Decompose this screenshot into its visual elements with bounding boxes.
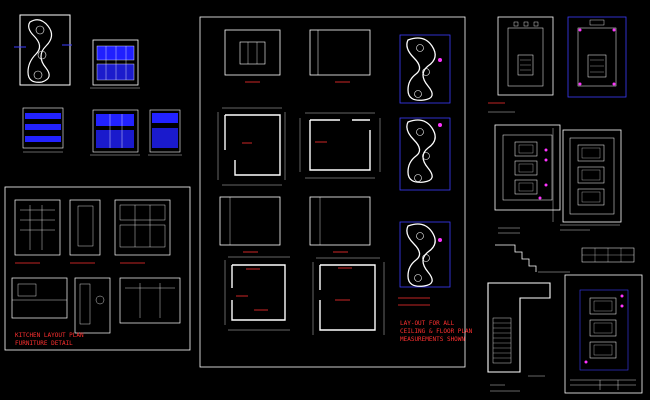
kitchen-elevation-small-a[interactable] — [90, 39, 140, 89]
right-plan-sheet[interactable] — [487, 16, 643, 394]
ceiling-s-shape-2[interactable] — [399, 117, 451, 191]
kitchen-title-line1: KITCHEN LAYOUT PLAN — [15, 332, 84, 339]
ceiling-s-shape-1[interactable] — [399, 34, 451, 104]
ceiling-plan-small-a[interactable] — [14, 14, 72, 86]
kitchen-title-line2: FURNITURE DETAIL — [15, 340, 73, 347]
kitchen-elevation-small-b[interactable] — [90, 109, 140, 156]
center-note-line3: MEASUREMENTS SHOWN — [400, 336, 465, 343]
center-plan-sheet[interactable]: LAY-OUT FOR ALL CEILING & FLOOR PLAN MEA… — [199, 16, 473, 368]
center-note-line1: LAY-OUT FOR ALL — [400, 320, 455, 327]
elevation-strip-small[interactable] — [22, 107, 64, 153]
ceiling-s-shape-3[interactable] — [399, 221, 451, 288]
kitchen-layout-sheet[interactable]: KITCHEN LAYOUT PLAN FURNITURE DETAIL — [4, 186, 191, 351]
center-note-line2: CEILING & FLOOR PLAN — [400, 328, 473, 335]
kitchen-elevation-small-c[interactable] — [148, 109, 182, 156]
